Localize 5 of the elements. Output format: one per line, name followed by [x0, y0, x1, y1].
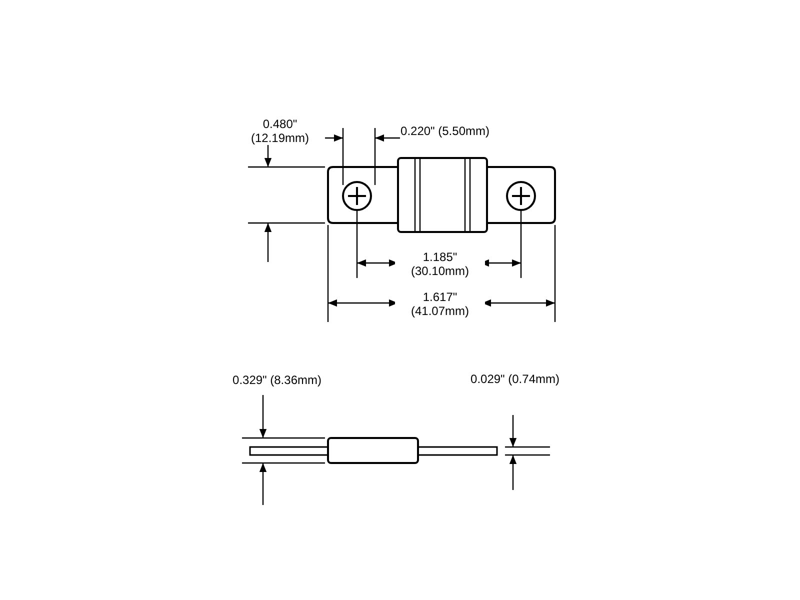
- dimension-label: 1.185" (30.10mm): [395, 250, 485, 278]
- dimension-label: 0.220" (5.50mm): [400, 124, 490, 138]
- dimension-label: 0.329" (8.36mm): [232, 373, 322, 387]
- dimension-label: 1.617" (41.07mm): [395, 290, 485, 318]
- dimension-label: 0.029" (0.74mm): [470, 372, 560, 386]
